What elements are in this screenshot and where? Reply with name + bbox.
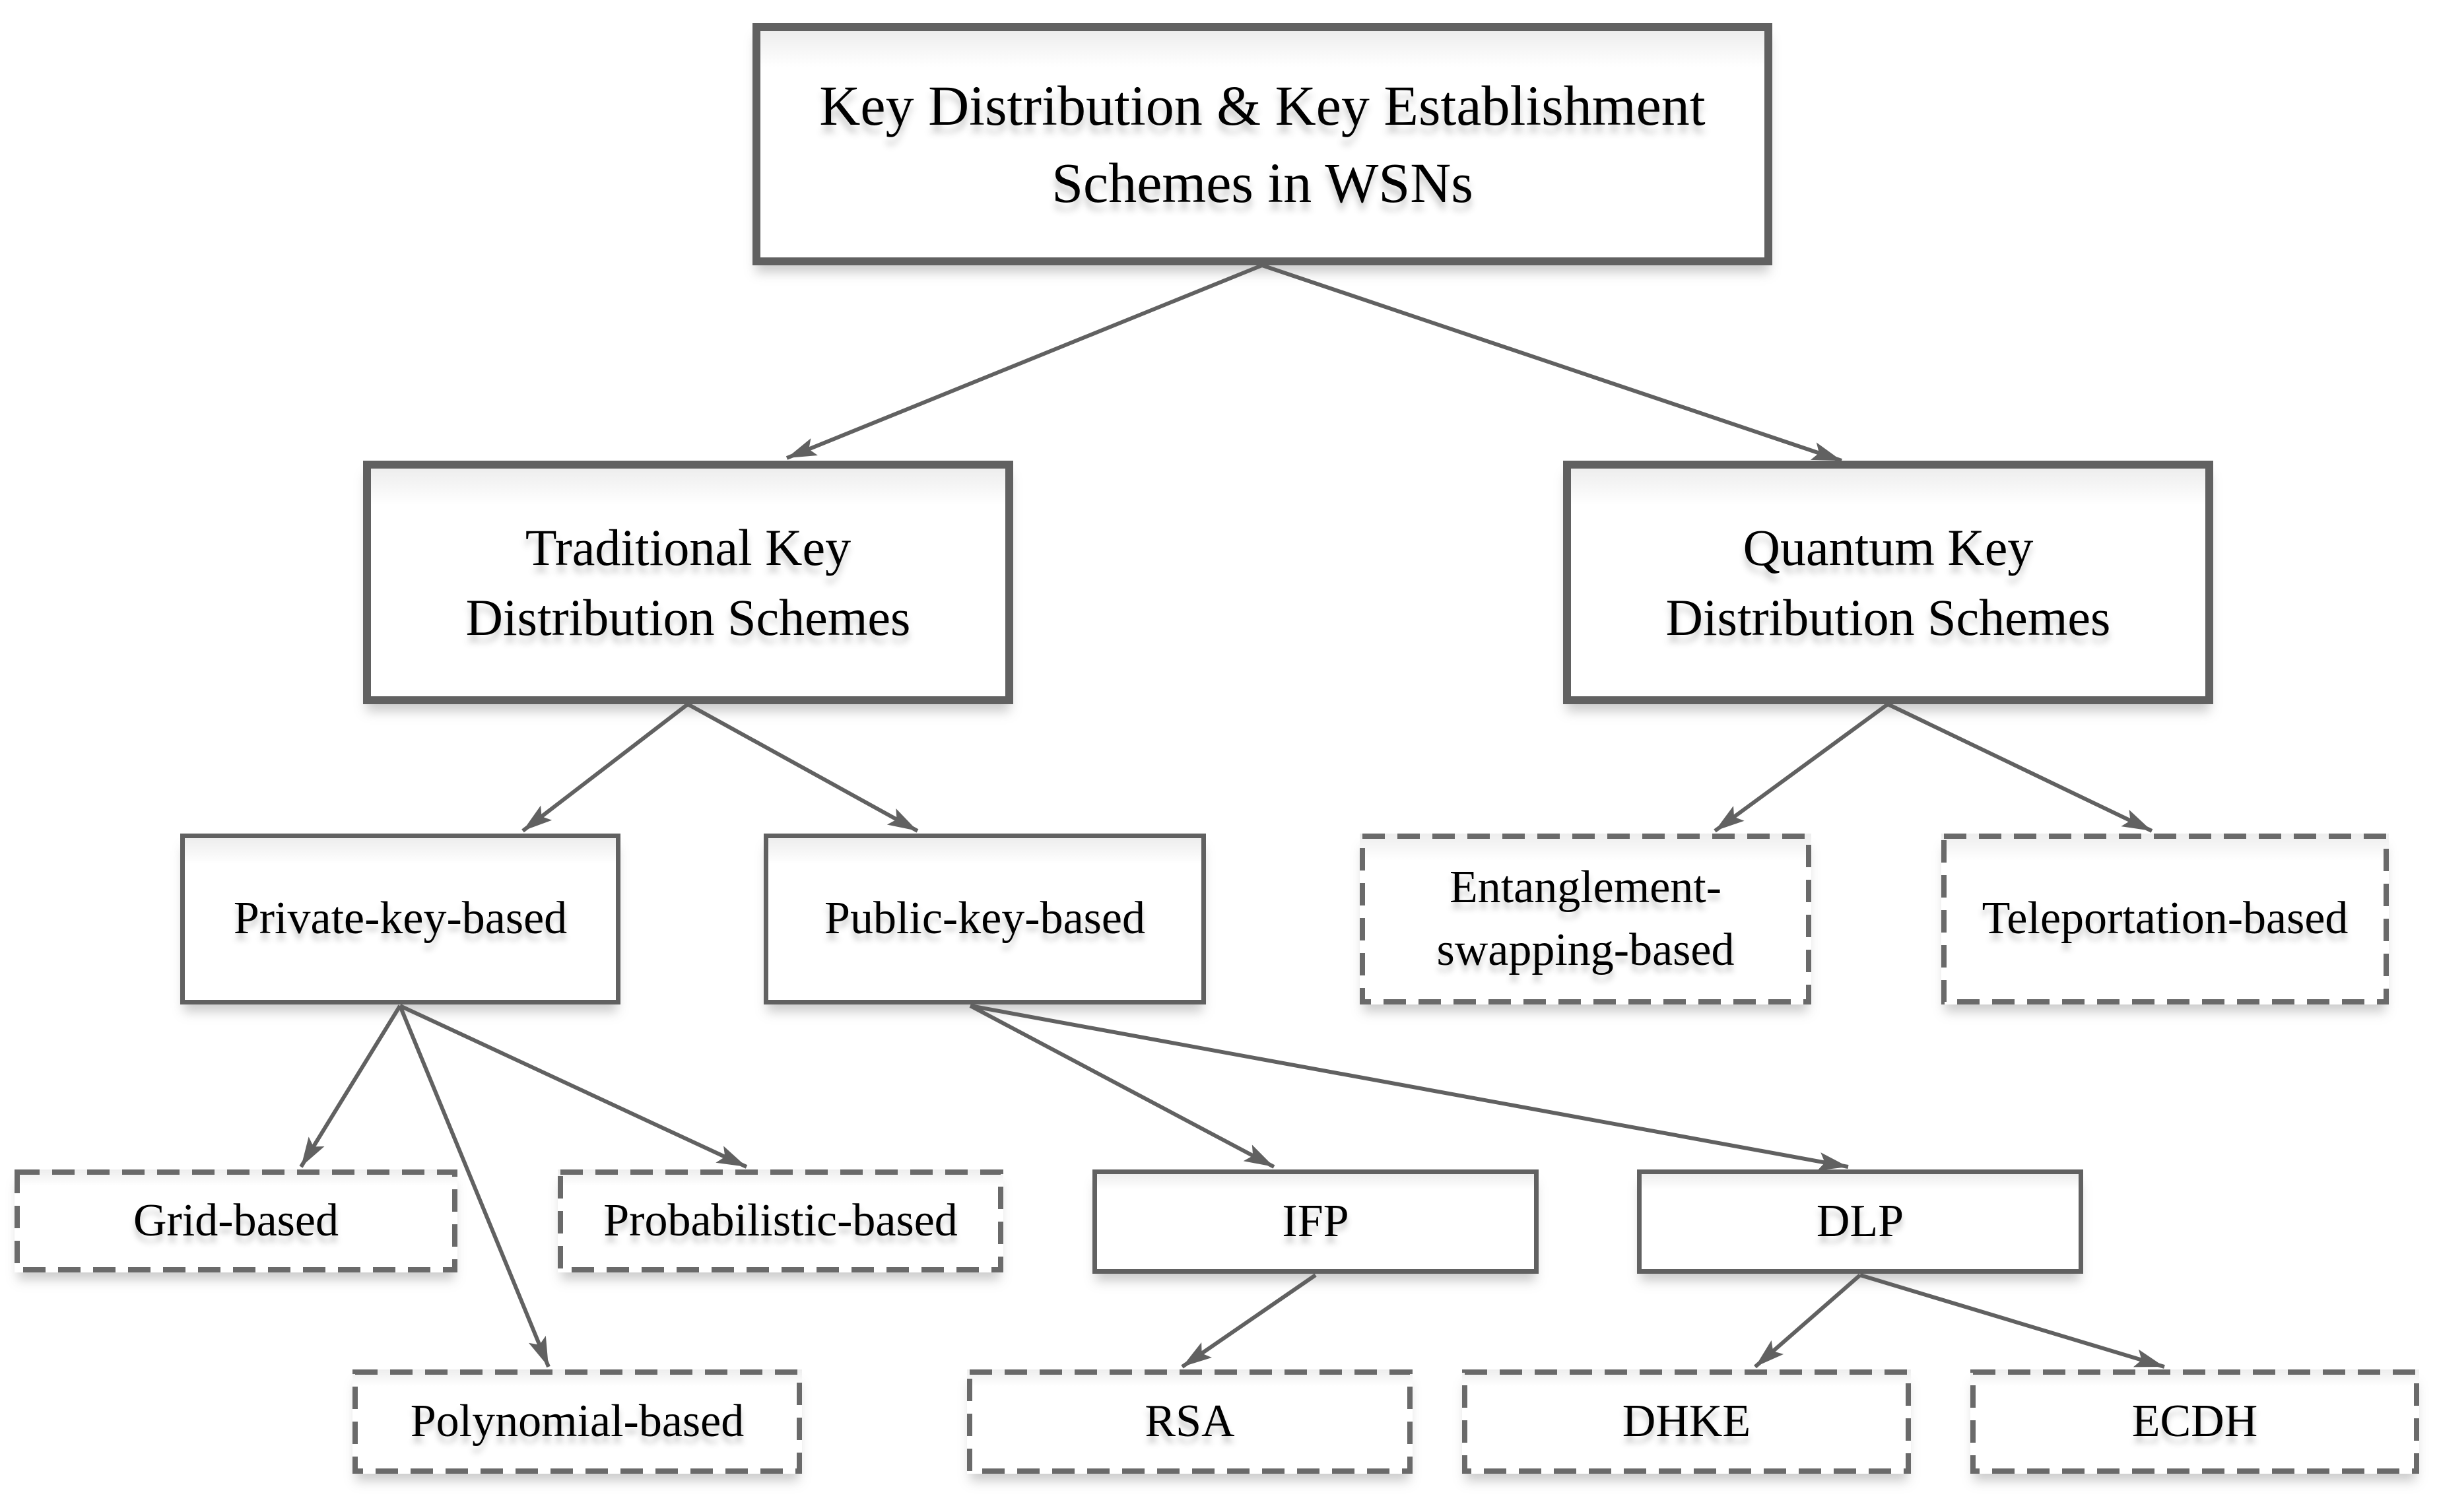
edge-quantum-to-entanglement — [1714, 702, 1889, 833]
node-teleportation-based: Teleportation-based — [1941, 834, 2389, 1004]
node-private-label: Private-key-based — [233, 893, 568, 944]
node-rsa-label: RSA — [1145, 1395, 1235, 1447]
node-rsa: RSA — [967, 1369, 1413, 1474]
node-dhke: DHKE — [1462, 1369, 1911, 1474]
edge-public-to-dlp — [970, 1004, 1849, 1171]
node-ifp-label: IFP — [1282, 1195, 1349, 1247]
node-public-key-based: Public-key-based — [764, 834, 1206, 1004]
node-ecdh: ECDH — [1970, 1369, 2419, 1474]
edge-dlp-to-dhke — [1754, 1273, 1861, 1369]
edge-root-to-quantum — [1261, 263, 1842, 463]
node-private-key-based: Private-key-based — [180, 834, 620, 1004]
node-dlp-label: DLP — [1816, 1195, 1904, 1247]
edge-root-to-traditional — [785, 263, 1263, 460]
node-traditional-label: Traditional Key Distribution Schemes — [465, 519, 911, 646]
node-root-label: Key Distribution & Key Establishment Sch… — [819, 74, 1706, 214]
node-grid-label: Grid-based — [133, 1195, 339, 1246]
node-entanglement-label: Entanglement- swapping-based — [1436, 862, 1735, 975]
node-polynomial-based: Polynomial-based — [352, 1369, 802, 1474]
node-quantum-label: Quantum Key Distribution Schemes — [1665, 519, 2111, 646]
node-traditional-key-distribution: Traditional Key Distribution Schemes — [363, 461, 1013, 704]
node-dhke-label: DHKE — [1622, 1395, 1751, 1447]
edge-traditional-to-private — [521, 702, 689, 833]
node-ecdh-label: ECDH — [2131, 1395, 2258, 1447]
edge-quantum-to-teleportation — [1886, 702, 2153, 833]
edge-private-to-probabilistic — [399, 1004, 748, 1169]
node-public-label: Public-key-based — [824, 893, 1145, 944]
edge-ifp-to-rsa — [1181, 1273, 1317, 1369]
node-probabilistic-label: Probabilistic-based — [603, 1195, 958, 1246]
edge-traditional-to-public — [686, 702, 919, 833]
edge-dlp-to-ecdh — [1859, 1273, 2165, 1369]
node-probabilistic-based: Probabilistic-based — [558, 1169, 1003, 1272]
node-ifp: IFP — [1092, 1169, 1539, 1274]
edge-private-to-grid — [299, 1004, 402, 1168]
node-dlp: DLP — [1637, 1169, 2083, 1274]
node-teleportation-label: Teleportation-based — [1982, 893, 2349, 944]
node-root: Key Distribution & Key Establishment Sch… — [752, 23, 1772, 265]
edge-public-to-ifp — [969, 1004, 1275, 1169]
node-entanglement-swapping-based: Entanglement- swapping-based — [1360, 834, 1811, 1004]
node-quantum-key-distribution: Quantum Key Distribution Schemes — [1563, 461, 2213, 704]
node-grid-based: Grid-based — [15, 1169, 457, 1272]
node-polynomial-label: Polynomial-based — [410, 1395, 745, 1447]
